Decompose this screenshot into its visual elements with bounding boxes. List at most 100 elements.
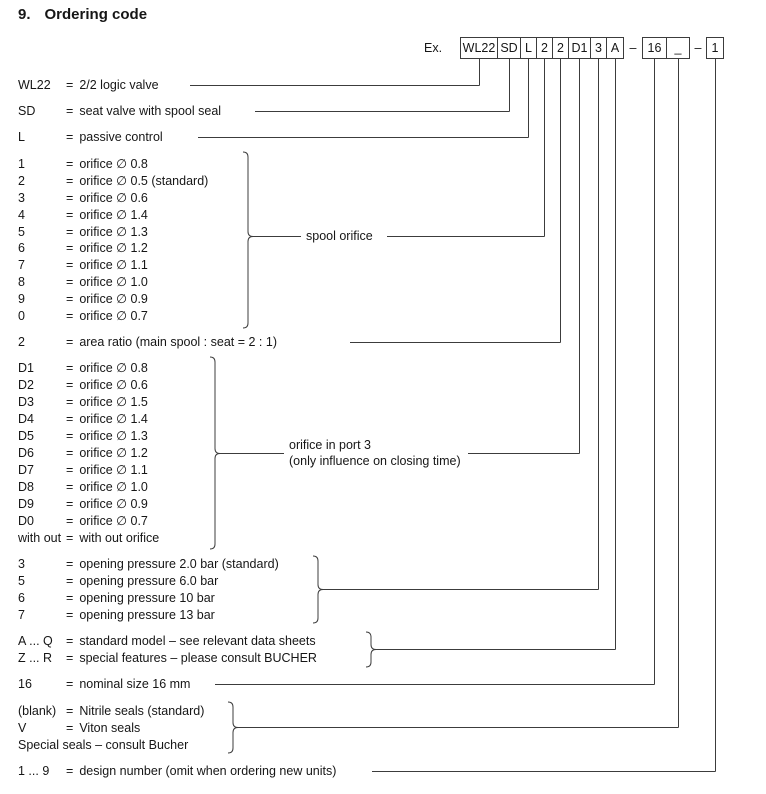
legend-code: V <box>18 721 27 735</box>
legend-description: orifice ∅ 1.2 <box>79 446 148 460</box>
legend-description: with out orifice <box>79 531 160 545</box>
code-box: A <box>606 37 624 59</box>
legend-description: seat valve with spool seal <box>79 104 222 118</box>
equals-sign: = <box>66 480 74 494</box>
legend-row: 9 = orifice ∅ 0.9 <box>18 291 148 307</box>
legend-description: orifice ∅ 0.9 <box>79 497 148 511</box>
code-box: L <box>520 37 537 59</box>
legend-row: D2 = orifice ∅ 0.6 <box>18 377 148 393</box>
legend-row: D6 = orifice ∅ 1.2 <box>18 445 148 461</box>
legend-row: 5 = orifice ∅ 1.3 <box>18 224 148 240</box>
legend-row: 3 = orifice ∅ 0.6 <box>18 190 148 206</box>
code-box: 2 <box>536 37 553 59</box>
legend-row: 5 = opening pressure 6.0 bar <box>18 573 218 589</box>
legend-code: 7 <box>18 258 25 272</box>
legend-row: (blank) = Nitrile seals (standard) <box>18 703 204 719</box>
legend-description: area ratio (main spool : seat = 2 : 1) <box>79 335 277 349</box>
legend-row: 4 = orifice ∅ 1.4 <box>18 207 148 223</box>
legend-row: Z ... R = special features – please cons… <box>18 650 317 666</box>
legend-code: 16 <box>18 677 32 691</box>
legend-description: passive control <box>79 130 163 144</box>
legend-description: orifice ∅ 1.0 <box>79 480 148 494</box>
section-title-text: Ordering code <box>44 6 148 23</box>
legend-code: D4 <box>18 412 34 426</box>
legend-row: 3 = opening pressure 2.0 bar (standard) <box>18 556 279 572</box>
connector-straight-lines <box>190 59 716 772</box>
legend-description: special features – please consult BUCHER <box>79 651 317 665</box>
legend-description: opening pressure 10 bar <box>79 591 215 605</box>
legend-description: opening pressure 2.0 bar (standard) <box>79 557 279 571</box>
legend-row: 0 = orifice ∅ 0.7 <box>18 308 148 324</box>
legend-code: 2 <box>18 174 25 188</box>
legend-code: WL22 <box>18 78 51 92</box>
legend-description: orifice ∅ 1.4 <box>79 412 148 426</box>
legend-description: design number (omit when ordering new un… <box>79 764 337 778</box>
legend-code: D9 <box>18 497 34 511</box>
legend-code: 0 <box>18 309 25 323</box>
port3-label-line1: orifice in port 3 <box>289 438 371 452</box>
equals-sign: = <box>66 591 74 605</box>
equals-sign: = <box>66 395 74 409</box>
legend-description: standard model – see relevant data sheet… <box>79 634 316 648</box>
legend-code: D1 <box>18 361 34 375</box>
legend-code: 7 <box>18 608 25 622</box>
legend-description: orifice ∅ 1.5 <box>79 395 148 409</box>
legend-description: Viton seals <box>79 721 141 735</box>
legend-row: D8 = orifice ∅ 1.0 <box>18 479 148 495</box>
equals-sign: = <box>66 104 74 118</box>
equals-sign: = <box>66 225 74 239</box>
legend-code: D2 <box>18 378 34 392</box>
legend-description: orifice ∅ 1.1 <box>79 258 148 272</box>
brace-port3-orifice <box>209 356 221 550</box>
legend-description: opening pressure 13 bar <box>79 608 215 622</box>
legend-description: orifice ∅ 0.7 <box>79 309 148 323</box>
brace-model-letters <box>365 631 377 668</box>
legend-code: 6 <box>18 241 25 255</box>
legend-description: orifice ∅ 1.0 <box>79 275 148 289</box>
equals-sign: = <box>66 608 74 622</box>
legend-code: Special seals – consult Bucher <box>18 738 189 752</box>
legend-row: D4 = orifice ∅ 1.4 <box>18 411 148 427</box>
code-box: _ <box>666 37 690 59</box>
legend-code: 8 <box>18 275 25 289</box>
legend-row: D9 = orifice ∅ 0.9 <box>18 496 148 512</box>
legend-code: Z ... R <box>18 651 53 665</box>
separator-dash: – <box>629 41 637 55</box>
equals-sign: = <box>66 497 74 511</box>
legend-code: D3 <box>18 395 34 409</box>
group-braces <box>209 151 377 754</box>
equals-sign: = <box>66 309 74 323</box>
legend-description: orifice ∅ 0.8 <box>79 157 148 171</box>
legend-row: 7 = orifice ∅ 1.1 <box>18 257 148 273</box>
equals-sign: = <box>66 335 74 349</box>
legend-row: 6 = opening pressure 10 bar <box>18 590 215 606</box>
equals-sign: = <box>66 514 74 528</box>
legend-row: D1 = orifice ∅ 0.8 <box>18 360 148 376</box>
legend-description: orifice ∅ 1.3 <box>79 429 148 443</box>
equals-sign: = <box>66 292 74 306</box>
legend-description: orifice ∅ 0.5 (standard) <box>79 174 209 188</box>
legend-code: 5 <box>18 574 25 588</box>
legend-row: 7 = opening pressure 13 bar <box>18 607 215 623</box>
code-box: 2 <box>552 37 569 59</box>
legend-code: 4 <box>18 208 25 222</box>
code-box: D1 <box>568 37 591 59</box>
legend-description: Nitrile seals (standard) <box>79 704 205 718</box>
legend-code: A ... Q <box>18 634 53 648</box>
example-label: Ex. <box>424 41 443 55</box>
legend-row: 8 = orifice ∅ 1.0 <box>18 274 148 290</box>
legend-description: orifice ∅ 1.4 <box>79 208 148 222</box>
equals-sign: = <box>66 157 74 171</box>
legend-code: (blank) <box>18 704 57 718</box>
legend-code: 2 <box>18 335 25 349</box>
legend-row: D5 = orifice ∅ 1.3 <box>18 428 148 444</box>
equals-sign: = <box>66 241 74 255</box>
legend-code: L <box>18 130 25 144</box>
legend-row: A ... Q = standard model – see relevant … <box>18 633 316 649</box>
equals-sign: = <box>66 677 74 691</box>
port3-label-line2: (only influence on closing time) <box>289 454 461 468</box>
equals-sign: = <box>66 208 74 222</box>
legend-description: orifice ∅ 1.2 <box>79 241 148 255</box>
legend-code: 3 <box>18 191 25 205</box>
